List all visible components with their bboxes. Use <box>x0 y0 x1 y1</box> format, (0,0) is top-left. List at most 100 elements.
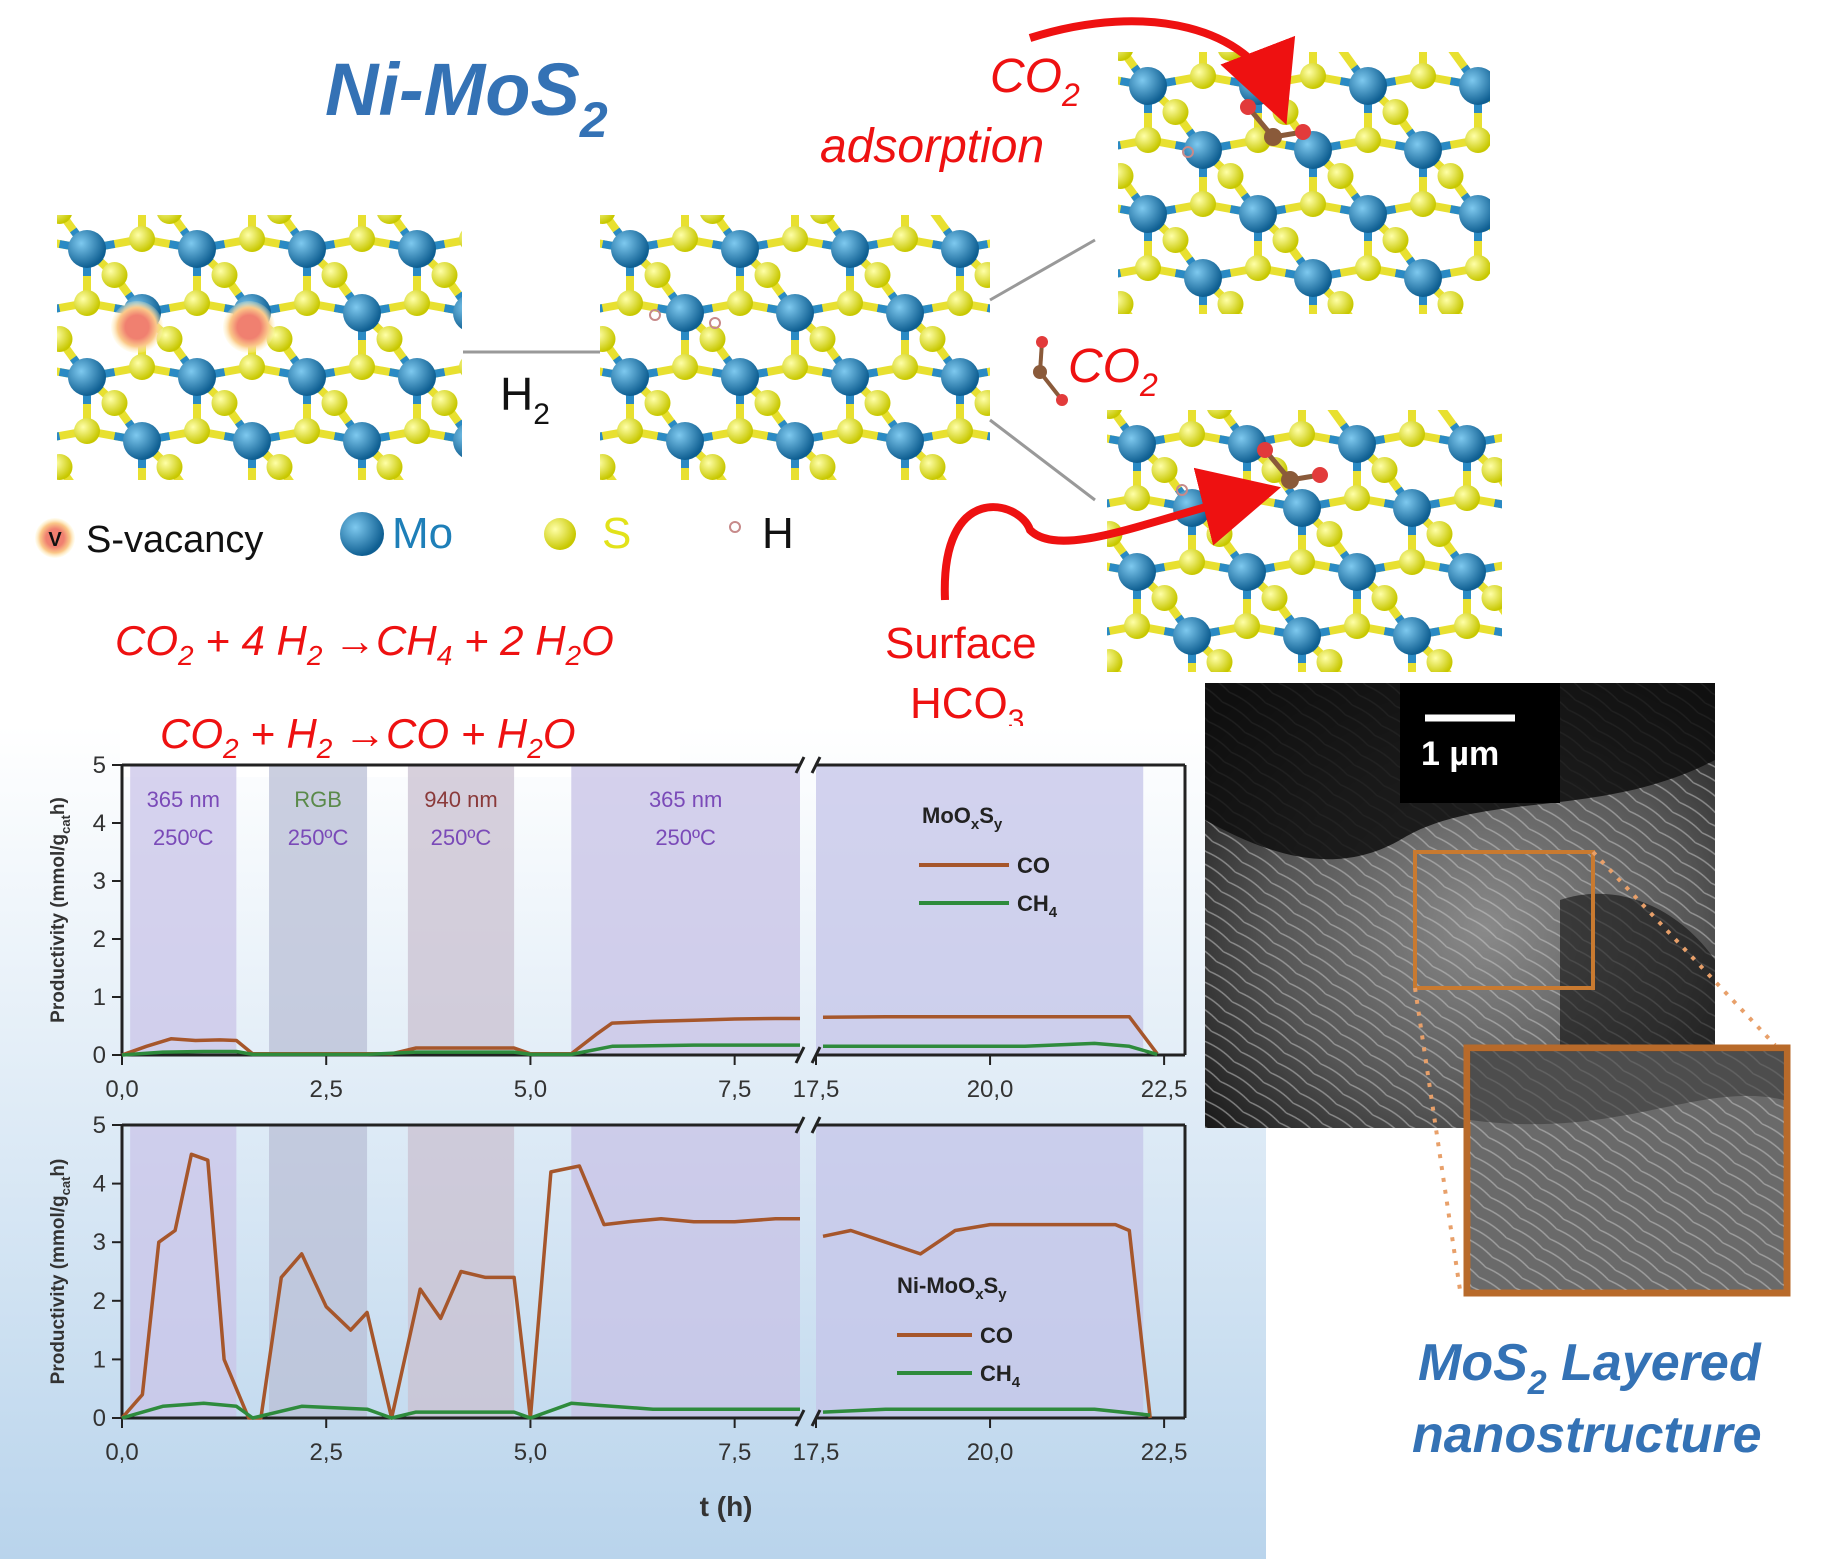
y-tick-label: 0 <box>93 1405 106 1432</box>
x-tick-label: 2,5 <box>310 1076 343 1103</box>
illumination-band <box>130 765 237 1055</box>
x-tick-label: 5,0 <box>514 1076 547 1103</box>
connector-line <box>989 238 1096 302</box>
chart-mooxsy: 365 nm 250ºC RGB 250ºC 940 nm 250ºC 365 nm 250º… <box>48 752 1187 1103</box>
legend-mo-text: Mo <box>392 509 453 558</box>
series-line-ch4 <box>121 1043 800 1057</box>
y-tick-label: 2 <box>93 926 106 953</box>
sem-selection-box <box>1413 850 1595 990</box>
axes-frame <box>120 1116 1187 1427</box>
s-atom-icon <box>544 518 576 550</box>
x-tick-label: 0,0 <box>105 1076 138 1103</box>
x-tick-label: 20,0 <box>967 1076 1014 1103</box>
legend-entry: CO <box>980 1323 1013 1348</box>
connector-line <box>989 418 1096 502</box>
x-tick-label: 17,5 <box>793 1439 840 1466</box>
y-tick-label: 1 <box>93 984 106 1011</box>
h-atom-icon <box>729 521 741 533</box>
x-tick-label: 0,0 <box>105 1439 138 1466</box>
illumination-band <box>816 1125 1144 1418</box>
illumination-band <box>407 765 515 1055</box>
surface-label: Surface <box>885 619 1037 668</box>
y-tick-label: 5 <box>93 1112 106 1139</box>
illumination-band <box>269 765 368 1055</box>
mo-atom-icon <box>340 512 384 556</box>
series-line-ch4 <box>121 1401 800 1420</box>
illumination-band <box>571 1125 800 1418</box>
co2-adsorption-label-line2: adsorption <box>820 120 1044 173</box>
sem-caption-line1: MoS2 Layered <box>1418 1334 1762 1402</box>
series-line-ch4 <box>823 1041 1158 1057</box>
lattice-panel-h2 <box>600 215 990 480</box>
band-wavelength-label: 940 nm <box>424 787 497 812</box>
band-temperature-label: 250ºC <box>431 825 492 850</box>
x-tick-label: 2,5 <box>310 1439 343 1466</box>
y-tick-label: 4 <box>93 810 106 837</box>
x-tick-label: 5,0 <box>514 1439 547 1466</box>
figure-title: Ni-MoS2 <box>325 48 608 148</box>
axes-frame <box>120 756 1187 1064</box>
lattice-panel-vacancy <box>57 215 462 480</box>
x-tick-label: 22,5 <box>1141 1076 1188 1103</box>
y-axis-label: Productivity (mmol/gcath) <box>48 1159 73 1385</box>
illumination-band <box>816 765 1144 1055</box>
band-temperature-label: 250ºC <box>655 825 716 850</box>
y-tick-label: 1 <box>93 1346 106 1373</box>
band-temperature-label: 250ºC <box>288 825 349 850</box>
zoom-guide <box>1591 850 1777 1047</box>
co2-label: CO2 <box>1068 340 1158 403</box>
x-tick-label: 22,5 <box>1141 1439 1188 1466</box>
legend-title: MoOxSy <box>922 803 1003 833</box>
y-tick-label: 4 <box>93 1171 106 1198</box>
band-temperature-label: 250ºC <box>153 825 214 850</box>
svg-text:V: V <box>48 529 62 551</box>
y-axis-label: Productivity (mmol/gcath) <box>48 797 73 1023</box>
reaction-rwgs: CO2 + H2 →CO + H2O <box>160 710 575 764</box>
legend-vacancy-text: S-vacancy <box>86 519 263 561</box>
series-line-co <box>120 1152 800 1420</box>
band-wavelength-label: 365 nm <box>649 787 722 812</box>
x-tick-label: 7,5 <box>718 1076 751 1103</box>
x-axis-label: t (h) <box>700 1491 753 1522</box>
scale-bar-label: 1 µm <box>1421 735 1499 773</box>
surface-hco3-arrow <box>940 467 1282 601</box>
hco3-label: HCO3 <box>910 679 1024 737</box>
legend-h-text: H <box>762 509 794 558</box>
lattice-panel-surface-hco3 <box>1107 410 1502 672</box>
legend-title: Ni-MoOxSy <box>897 1273 1007 1303</box>
illumination-band <box>269 1125 368 1418</box>
y-tick-label: 3 <box>93 1229 106 1256</box>
sem-caption-line2: nanostructure <box>1412 1406 1762 1464</box>
series-line-co <box>822 1014 1159 1055</box>
legend-s-text: S <box>602 509 631 558</box>
co2-adsorption-label: CO2 <box>990 50 1080 113</box>
co2-molecule-icon <box>1033 336 1068 406</box>
legend-entry: CO <box>1017 853 1050 878</box>
legend-entry: CH4 <box>1017 891 1058 921</box>
y-tick-label: 2 <box>93 1288 106 1315</box>
chart-ni-mooxsy: 0 1 2 3 4 5 0,0 2,5 5,0 7,5 17,5 20,0 22,5 Productivi… <box>48 1112 1187 1522</box>
series-line-ch4 <box>822 1407 1151 1417</box>
adsorption-arrow <box>1028 17 1296 125</box>
zoom-guide <box>1413 987 1462 1291</box>
y-tick-label: 3 <box>93 868 106 895</box>
vacancy-icon <box>35 518 75 558</box>
x-tick-label: 17,5 <box>793 1076 840 1103</box>
series-line-co <box>121 1016 800 1057</box>
y-tick-label: 0 <box>93 1042 106 1069</box>
illumination-band <box>571 765 800 1055</box>
series-line-co <box>822 1222 1152 1419</box>
y-tick-label: 5 <box>93 752 106 779</box>
band-wavelength-label: 365 nm <box>147 787 220 812</box>
atom-legend: V S-vacancy Mo S H <box>35 509 794 561</box>
h2-label: H2 <box>500 368 550 431</box>
x-tick-label: 7,5 <box>718 1439 751 1466</box>
reaction-methanation: CO2 + 4 H2 →CH4 + 2 H2O <box>115 617 614 671</box>
band-wavelength-label: RGB <box>294 787 342 812</box>
x-tick-label: 20,0 <box>967 1439 1014 1466</box>
sem-image: 1 µm <box>1205 683 1791 1297</box>
legend-entry: CH4 <box>980 1361 1021 1391</box>
